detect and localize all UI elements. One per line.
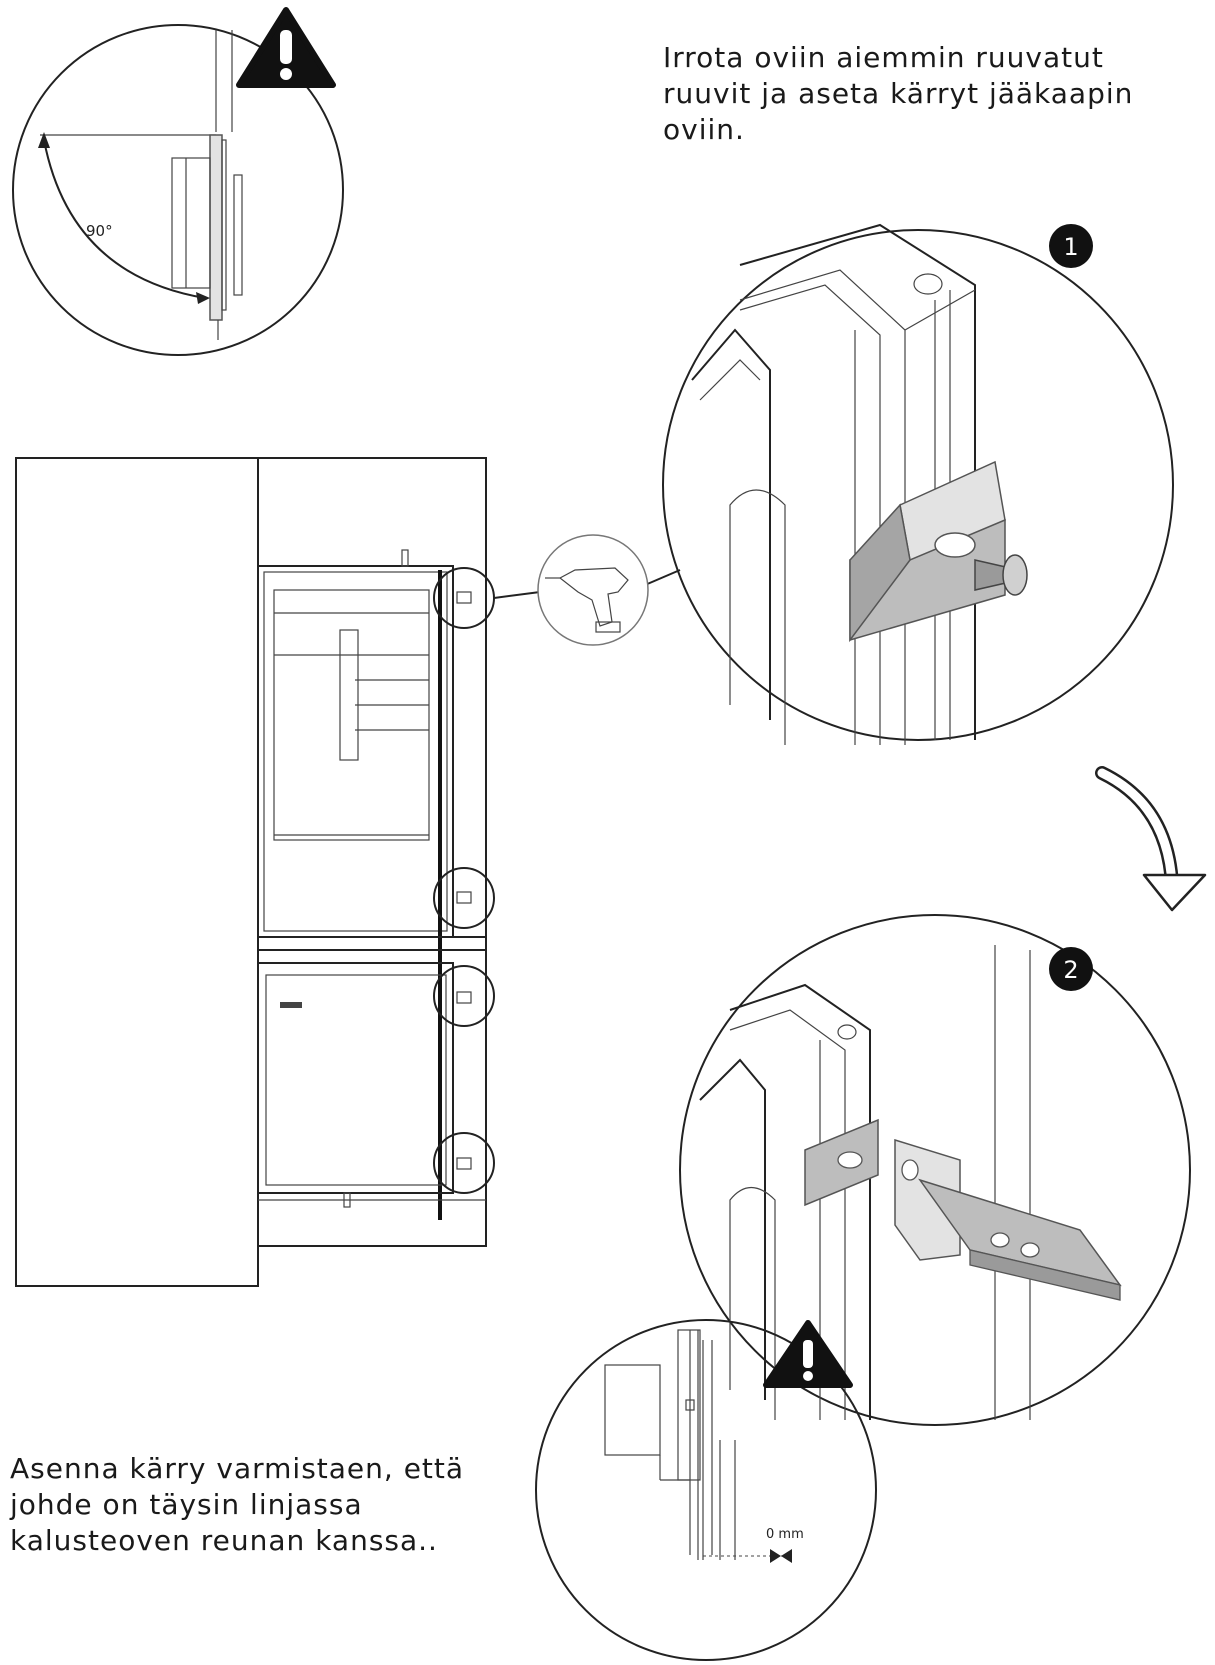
- connector-line: [493, 591, 541, 599]
- bracket-highlight-circle: [433, 965, 495, 1027]
- gap-label: 0 mm: [766, 1527, 804, 1542]
- step-number: 1: [1063, 233, 1078, 261]
- detail-circle-angle: [12, 24, 344, 356]
- step-number: 2: [1063, 956, 1078, 984]
- instruction-line: oviin.: [663, 113, 745, 146]
- step-1-badge: 1: [1049, 224, 1093, 268]
- screwdriver-drill-icon: [537, 534, 649, 646]
- instruction-line: johde on täysin linjassa: [10, 1488, 363, 1521]
- bracket-highlight-circle: [433, 1132, 495, 1194]
- cabinet-with-fridge: [15, 457, 495, 1287]
- instruction-install-slide: Asenna kärry varmistaen, että johde on t…: [10, 1451, 464, 1559]
- instruction-remove-screws: Irrota oviin aiemmin ruuvatut ruuvit ja …: [663, 40, 1133, 148]
- warning-triangle-icon: [236, 7, 336, 88]
- warning-triangle-icon: [763, 1320, 853, 1388]
- arrow-head-icon: [38, 132, 50, 148]
- instruction-line: Asenna kärry varmistaen, että: [10, 1452, 465, 1485]
- instruction-line: ruuvit ja aseta kärryt jääkaapin: [663, 77, 1134, 110]
- step-1-detail: [662, 223, 1174, 745]
- instruction-line: kalusteoven reunan kanssa..: [10, 1524, 438, 1557]
- step-2-detail: [679, 914, 1191, 1426]
- hinge-angle-detail: 90°: [12, 24, 344, 356]
- arrow-head-icon: [196, 292, 210, 304]
- connector-line: [644, 569, 681, 586]
- curved-arrow-down-icon: [1095, 766, 1207, 912]
- angle-arc-arrow: [43, 139, 206, 299]
- detail-circle-gap: [535, 1319, 877, 1661]
- bracket-highlight-circle: [433, 867, 495, 929]
- angle-label: 90°: [86, 222, 113, 240]
- step-2-badge: 2: [1049, 947, 1093, 991]
- gap-detail: 0 mm: [535, 1319, 877, 1661]
- detail-circle-step-1: [662, 229, 1174, 741]
- instruction-line: Irrota oviin aiemmin ruuvatut: [663, 41, 1104, 74]
- cabinet-frame: [257, 457, 487, 1247]
- detail-circle-step-2: [679, 914, 1191, 1426]
- furniture-door: [15, 457, 259, 1287]
